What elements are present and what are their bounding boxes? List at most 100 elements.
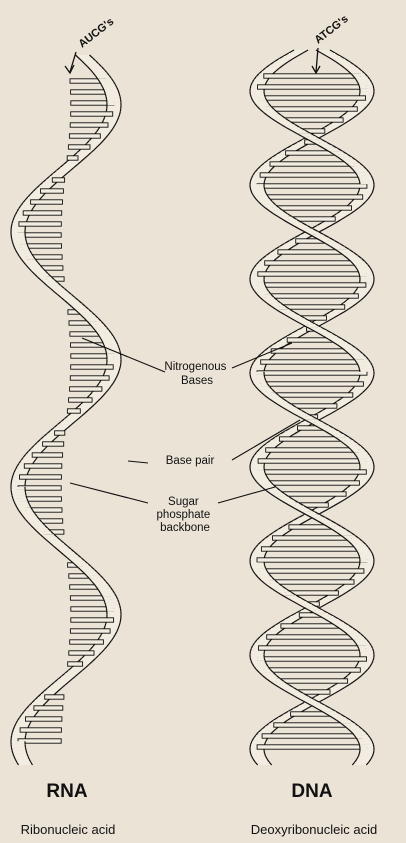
rna-backbone-edge — [12, 750, 13, 753]
rna-backbone-edge — [120, 96, 121, 99]
dna-base-rung — [258, 459, 366, 463]
dna-base-rung — [257, 745, 367, 749]
dna-base-rung — [277, 679, 348, 683]
dna-backbone-segment — [360, 652, 374, 655]
dna-base-rung — [258, 657, 367, 661]
rna-tag-arrow — [65, 52, 76, 73]
dna-backbone-segment — [251, 741, 266, 744]
rna-backbone-segment — [14, 247, 29, 250]
dna-backbone-segment — [251, 178, 266, 181]
dna-backbone-segment — [250, 467, 264, 470]
rna-backbone-segment — [11, 233, 25, 236]
rna-backbone-segment — [13, 244, 28, 247]
rna-backbone-segment — [12, 733, 27, 736]
dna-backbone-segment — [356, 738, 372, 741]
rna-backbone-edge — [119, 94, 120, 97]
dna-backbone-segment — [251, 554, 266, 557]
rna-base-rung — [70, 387, 102, 391]
rna-backbone-segment — [12, 496, 27, 499]
dna-backbone-segment — [251, 285, 266, 288]
dna-backbone-edge — [264, 187, 265, 190]
dna-backbone-segment — [251, 661, 266, 664]
rna-backbone-segment — [17, 253, 33, 256]
rna-backbone-segment — [11, 490, 25, 493]
dna-helix — [250, 50, 374, 765]
dna-base-rung — [270, 580, 354, 584]
dna-base-rung — [261, 360, 364, 364]
dna-backbone-segment — [359, 562, 374, 565]
dna-base-rung — [265, 481, 360, 485]
rna-backbone-segment — [107, 105, 121, 108]
dna-backbone-segment — [250, 372, 264, 375]
dna-base-rung — [258, 283, 366, 287]
dna-backbone-segment — [356, 643, 372, 646]
dna-backbone-segment — [252, 193, 268, 196]
dna-backbone-segment — [252, 381, 268, 384]
dna-backbone-edge — [359, 86, 360, 89]
dna-base-rung — [261, 547, 362, 551]
rna-base-rung — [71, 618, 114, 622]
dna-backbone-edge — [250, 187, 251, 190]
dna-base-rung — [270, 162, 354, 166]
dna-backbone-segment — [358, 554, 373, 557]
rna-backbone-segment — [13, 218, 28, 221]
rna-backbone-edge — [26, 493, 27, 496]
dna-backbone-segment — [250, 279, 264, 282]
rna-backbone-segment — [104, 372, 119, 375]
rna-backbone-edge — [105, 94, 106, 97]
dna-base-rung — [265, 261, 360, 265]
dna-backbone-edge — [250, 750, 251, 753]
nitrogenous-label: Nitrogenous Bases — [164, 361, 229, 387]
rna-backbone-segment — [105, 94, 120, 97]
dna-backbone-segment — [251, 190, 266, 193]
dna-backbone-segment — [359, 86, 374, 89]
dna-backbone-segment — [356, 80, 372, 83]
rna-backbone-segment — [13, 499, 28, 502]
rna-base-rung — [71, 112, 113, 116]
dna-backbone-segment — [250, 658, 265, 661]
rna-backbone-segment — [101, 85, 117, 88]
rna-backbone-segment — [99, 336, 115, 339]
dna-backbone-segment — [359, 649, 374, 652]
dna-backbone-edge — [359, 369, 360, 372]
dna-backbone-segment — [250, 464, 264, 467]
rna-title: RNA — [46, 781, 87, 802]
rna-backbone-edge — [12, 733, 13, 736]
dna-backbone-segment — [250, 184, 264, 187]
rna-backbone-segment — [16, 505, 32, 508]
dna-backbone-edge — [373, 273, 374, 276]
dna-backbone-segment — [252, 268, 268, 271]
dna-base-rung — [260, 173, 364, 177]
rna-backbone-edge — [106, 605, 107, 608]
dna-backbone-segment — [360, 92, 374, 95]
rna-backbone-segment — [105, 623, 120, 626]
rna-base-rung — [41, 189, 64, 193]
dna-backbone-edge — [250, 86, 251, 89]
dna-backbone-edge — [250, 557, 251, 560]
rna-backbone-segment — [98, 79, 114, 82]
rna-backbone-segment — [11, 236, 25, 239]
rna-backbone-segment — [105, 602, 120, 605]
rna-backbone-segment — [11, 481, 25, 484]
rna-backbone-segment — [15, 724, 30, 727]
rna-backbone-edge — [26, 238, 27, 241]
dna-backbone-edge — [264, 562, 265, 565]
rna-tag: AUCG's — [76, 16, 116, 51]
dna-backbone-segment — [358, 83, 373, 86]
rna-backbone-segment — [100, 82, 116, 85]
dna-base-rung — [264, 668, 361, 672]
dna-backbone-segment — [250, 562, 265, 565]
dna-backbone-segment — [356, 476, 372, 479]
dna-backbone-edge — [250, 273, 251, 276]
base-pair-leader-left — [128, 461, 148, 463]
rna-backbone-segment — [11, 744, 25, 747]
dna-backbone-segment — [250, 655, 264, 658]
rna-backbone-edge — [106, 351, 107, 354]
dna-backbone-segment — [250, 95, 265, 98]
dna-backbone-segment — [252, 664, 268, 667]
dna-backbone-segment — [358, 366, 373, 369]
dna-subtitle: Deoxyribonucleic acid — [251, 822, 377, 837]
rna-base-rung — [32, 453, 62, 457]
dna-backbone-edge — [264, 750, 265, 753]
dna-base-rung — [257, 371, 367, 375]
